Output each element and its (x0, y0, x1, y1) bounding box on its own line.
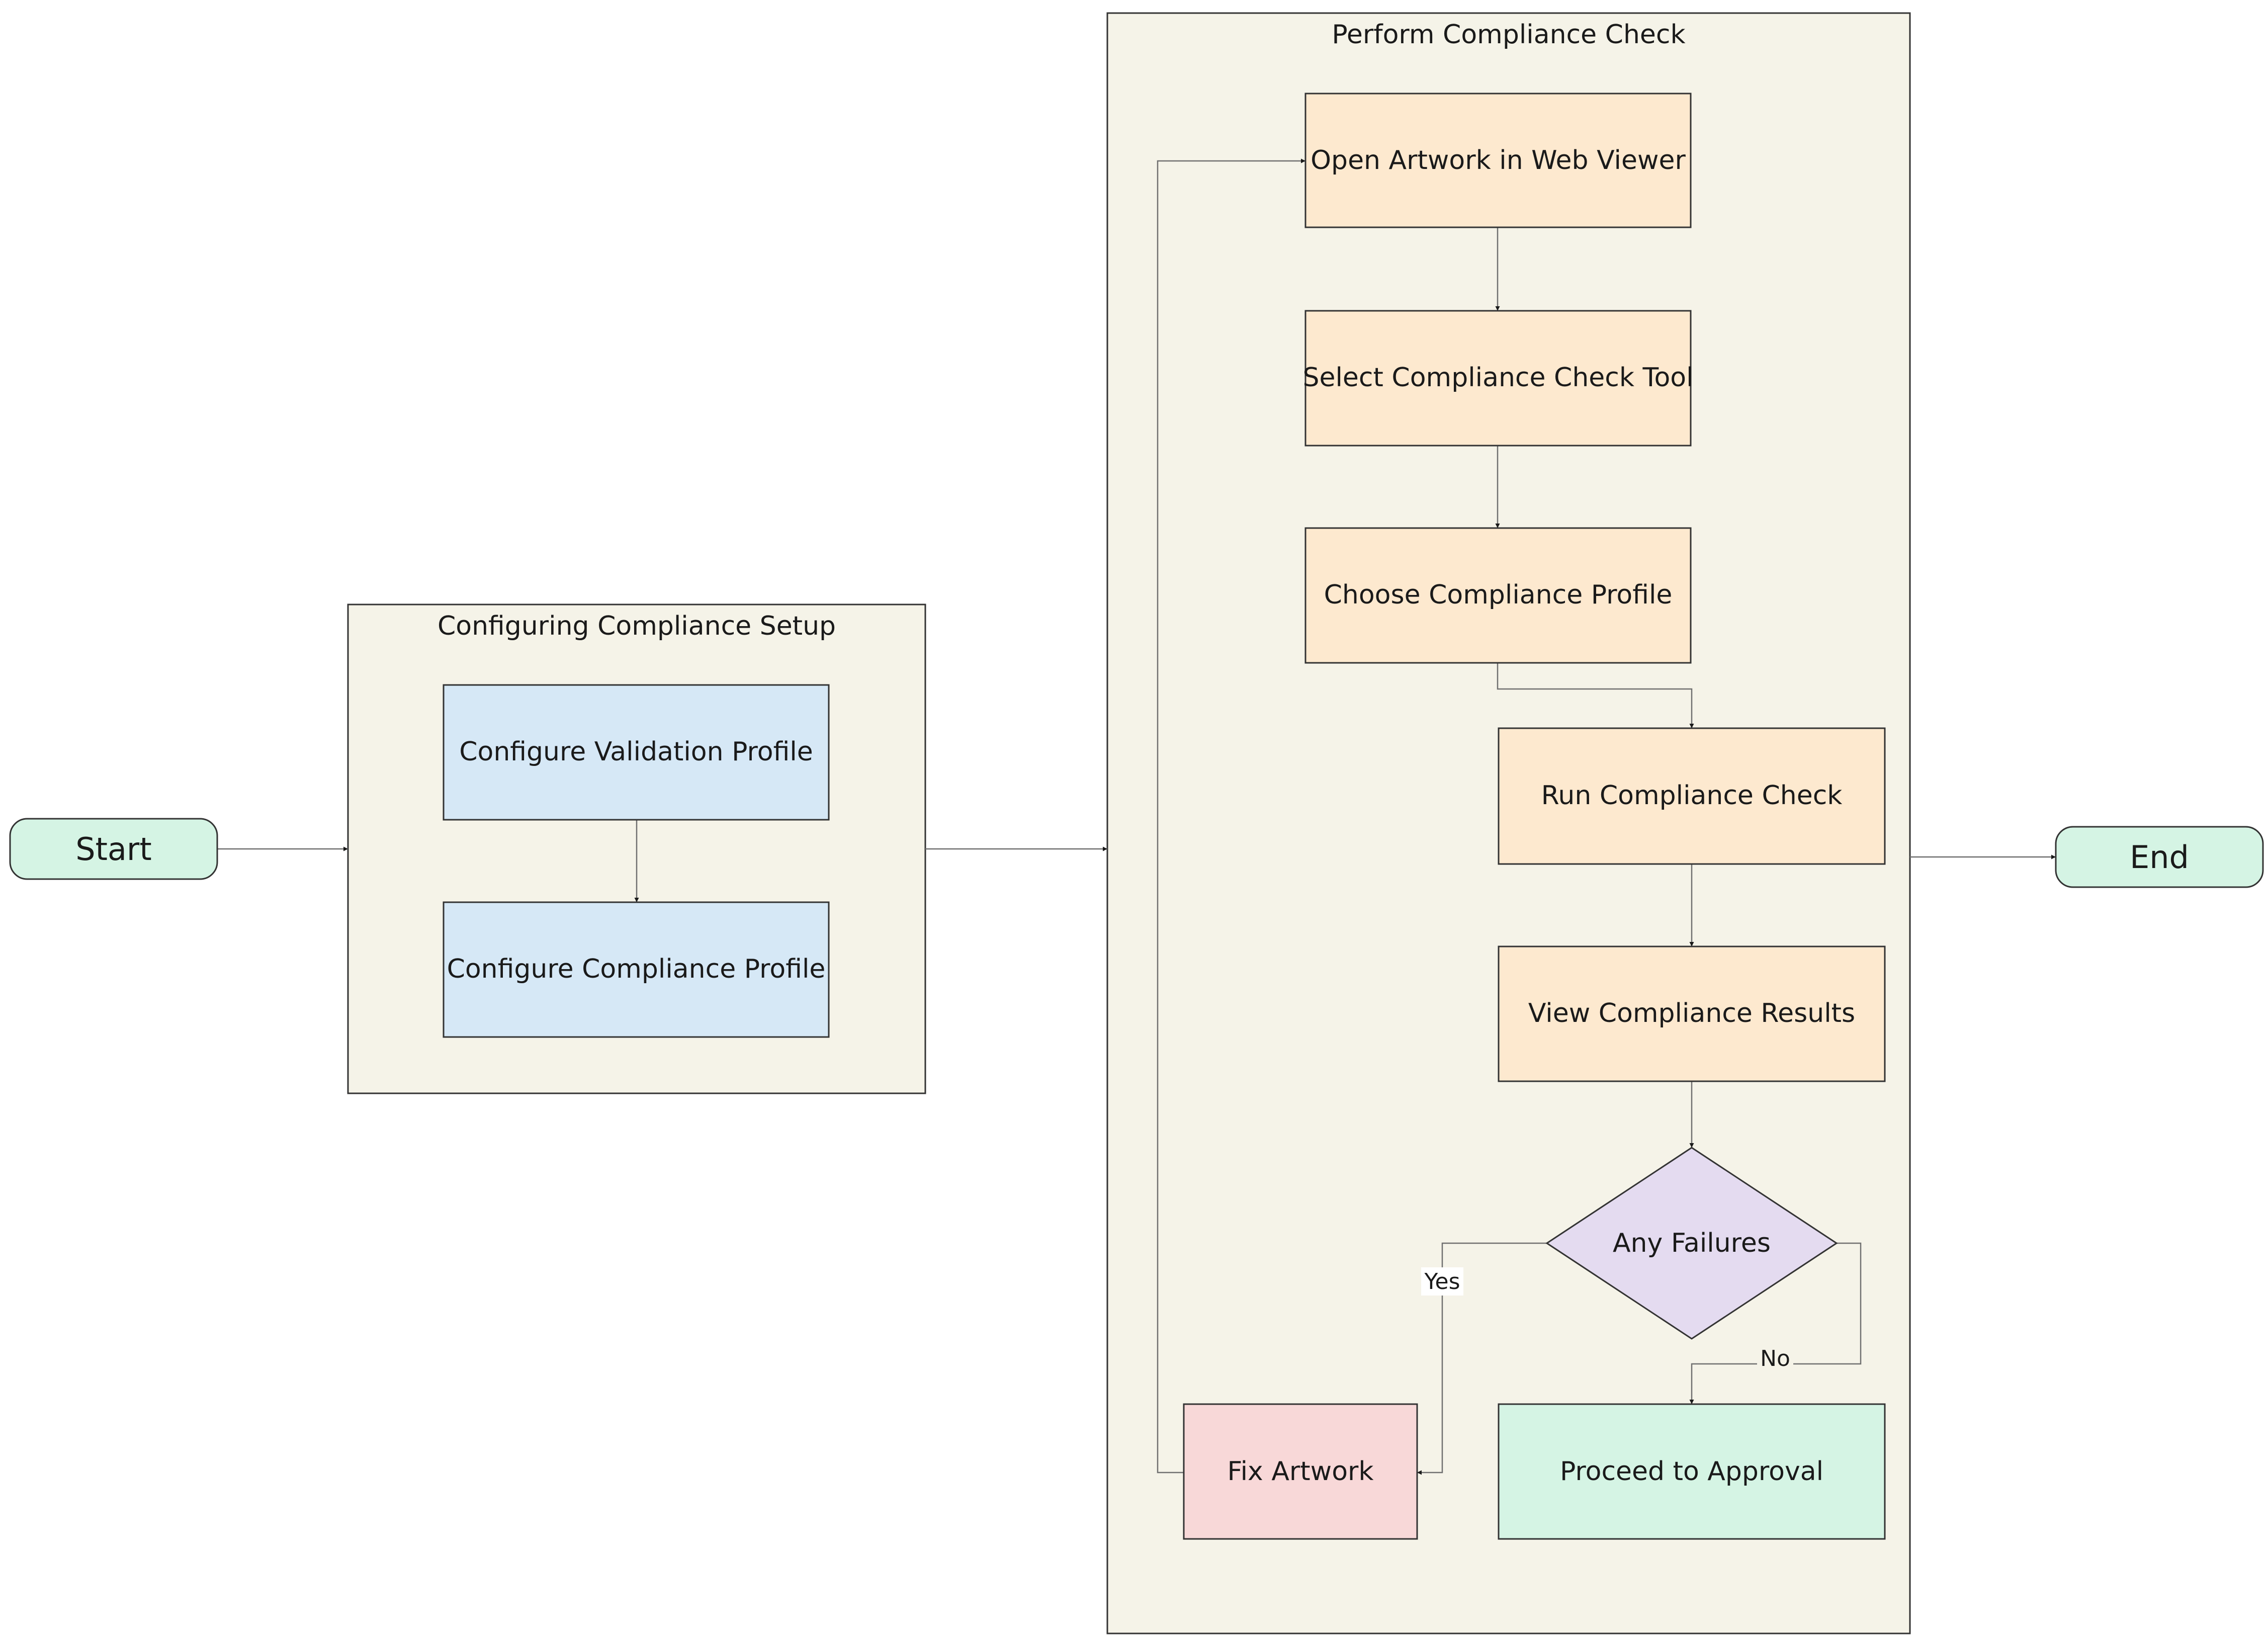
proceed-approval-label: Proceed to Approval (1560, 1456, 1823, 1487)
open-artwork-label: Open Artwork in Web Viewer (1311, 145, 1686, 176)
connector-decision-no-to-approval (1689, 1242, 1862, 1404)
proceed-approval-box[interactable] (1498, 1403, 1886, 1540)
node-configure-validation-profile[interactable]: Configure Validation Profile (443, 684, 830, 821)
node-any-failures-decision[interactable]: Any Failures (1545, 1147, 1838, 1340)
edge-label-no-text: No (1760, 1346, 1790, 1371)
node-proceed-to-approval[interactable]: Proceed to Approval (1498, 1403, 1886, 1540)
edge-label-no-bg (1757, 1345, 1793, 1373)
edge-label-yes-bg (1421, 1267, 1463, 1296)
node-open-artwork[interactable]: Open Artwork in Web Viewer (1304, 93, 1692, 228)
terminal-start[interactable]: Start (9, 818, 218, 880)
edge-label-yes: Yes (1421, 1267, 1463, 1296)
node-select-compliance-tool[interactable]: Select Compliance Check Tool (1302, 310, 1694, 447)
check-group-title: Perform Compliance Check (1332, 20, 1685, 50)
node-fix-artwork[interactable]: Fix Artwork (1183, 1403, 1418, 1540)
open-artwork-box[interactable] (1304, 93, 1692, 228)
edge-label-yes-text: Yes (1424, 1269, 1460, 1294)
configure-validation-label: Configure Validation Profile (459, 737, 813, 767)
fix-artwork-label: Fix Artwork (1227, 1456, 1373, 1487)
configure-compliance-label: Configure Compliance Profile (447, 954, 826, 984)
view-results-label: View Compliance Results (1528, 998, 1855, 1028)
terminal-end[interactable]: End (2055, 826, 2264, 888)
end-label: End (2130, 839, 2189, 876)
decision-diamond[interactable] (1545, 1147, 1838, 1340)
start-terminal-shape[interactable] (9, 818, 218, 880)
connector-fix-loop-to-open (1157, 158, 1305, 1474)
node-choose-compliance-profile[interactable]: Choose Compliance Profile (1304, 527, 1692, 664)
fix-artwork-box[interactable] (1183, 1403, 1418, 1540)
choose-profile-box[interactable] (1304, 527, 1692, 664)
run-check-box[interactable] (1498, 727, 1886, 865)
start-label: Start (75, 831, 151, 868)
decision-label: Any Failures (1613, 1228, 1771, 1258)
view-results-box[interactable] (1498, 945, 1886, 1082)
node-run-compliance-check[interactable]: Run Compliance Check (1498, 727, 1886, 865)
choose-profile-label: Choose Compliance Profile (1324, 580, 1673, 610)
run-check-label: Run Compliance Check (1541, 781, 1843, 811)
select-tool-box[interactable] (1304, 310, 1692, 447)
connector-decision-yes-to-fix (1417, 1242, 1547, 1475)
select-tool-label: Select Compliance Check Tool (1302, 363, 1693, 393)
edge-label-no: No (1757, 1345, 1793, 1373)
node-view-compliance-results[interactable]: View Compliance Results (1498, 945, 1886, 1082)
configure-validation-box[interactable] (443, 684, 830, 821)
connector-choose-to-run (1497, 663, 1694, 728)
connectors (217, 158, 2056, 1475)
configure-compliance-box[interactable] (443, 901, 830, 1038)
setup-group-title: Configuring Compliance Setup (438, 611, 836, 641)
node-configure-compliance-profile[interactable]: Configure Compliance Profile (443, 901, 830, 1038)
end-terminal-shape[interactable] (2055, 826, 2264, 888)
